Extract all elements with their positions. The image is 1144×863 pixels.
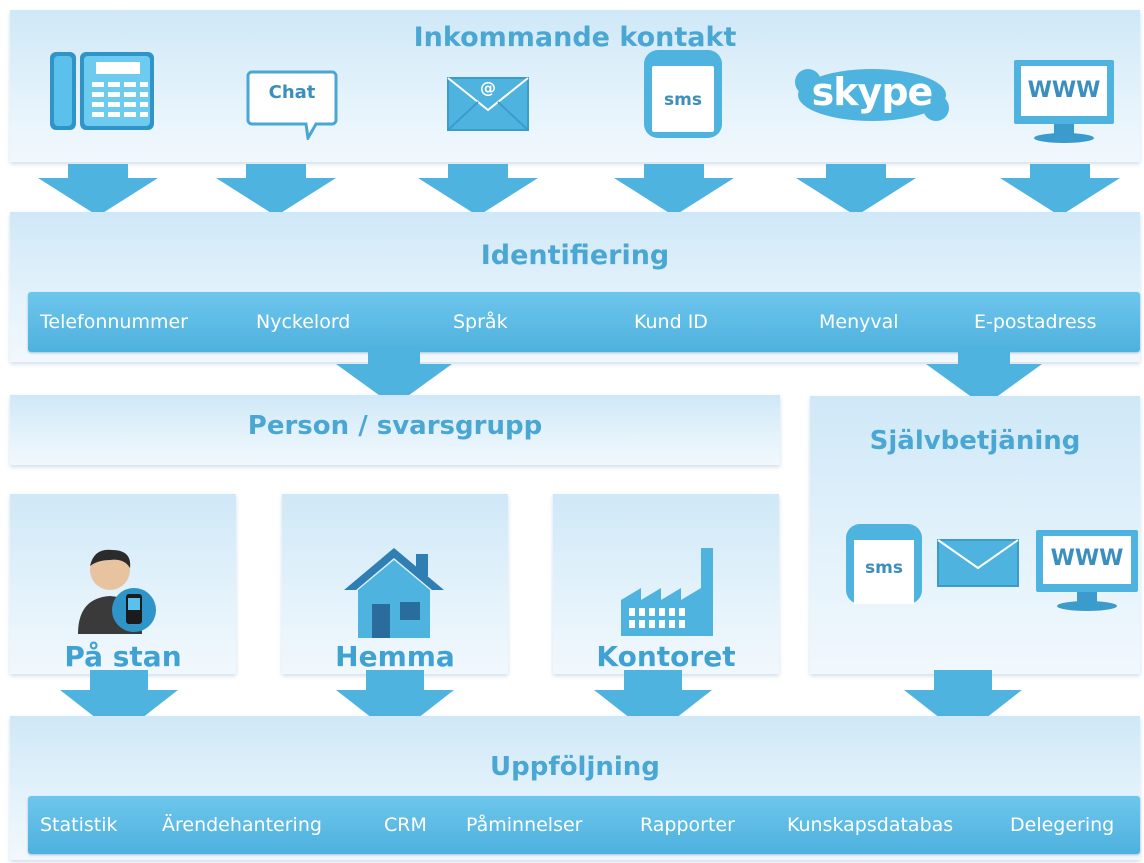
- identification-title: Identifiering: [480, 240, 670, 271]
- location-home-label: Hemma: [335, 640, 455, 673]
- follow-up-item: Rapporter: [640, 814, 735, 836]
- identification-bar: Telefonnummer Nyckelord Språk Kund ID Me…: [28, 292, 1140, 352]
- identification-panel: Identifiering Telefonnummer Nyckelord Sp…: [10, 212, 1140, 362]
- follow-up-item: CRM: [384, 814, 427, 836]
- arrow-down-3: [418, 164, 538, 216]
- location-home-panel: Hemma: [282, 494, 508, 674]
- follow-up-panel: Uppföljning Statistik Ärendehantering CR…: [10, 716, 1140, 860]
- follow-up-bar: Statistik Ärendehantering CRM Påminnelse…: [28, 796, 1140, 854]
- house-icon: [342, 546, 446, 646]
- mobile-person-icon: [76, 546, 162, 640]
- factory-icon: [619, 546, 715, 642]
- self-service-sms-icon: sms: [844, 522, 924, 604]
- person-group-panel: Person / svarsgrupp: [10, 395, 780, 465]
- self-service-panel: Självbetjäning sms WWW: [810, 396, 1140, 674]
- follow-up-item: Statistik: [40, 814, 118, 836]
- follow-up-item: Delegering: [1010, 814, 1115, 836]
- email-at-symbol: @: [480, 78, 496, 97]
- arrow-down-2: [216, 164, 336, 216]
- arrow-to-person-group: [336, 348, 452, 406]
- desk-phone-icon: [48, 50, 156, 136]
- identification-item: Språk: [453, 311, 508, 333]
- chat-bubble-icon: Chat: [246, 68, 338, 140]
- www-label: WWW: [1027, 78, 1101, 103]
- self-service-sms-label: sms: [865, 558, 903, 578]
- arrow-down-6: [1000, 164, 1120, 216]
- identification-item: Menyval: [819, 311, 899, 333]
- self-service-www-label: WWW: [1050, 546, 1124, 571]
- location-office-panel: Kontoret: [553, 494, 779, 674]
- identification-item: Kund ID: [634, 311, 708, 333]
- arrow-home-to-follow-up: [336, 670, 454, 736]
- self-service-title: Självbetjäning: [869, 426, 1081, 456]
- sms-label: sms: [664, 90, 702, 110]
- follow-up-arrows: [60, 670, 1022, 736]
- skype-label: skype: [811, 70, 934, 114]
- identification-item: E-postadress: [974, 311, 1097, 333]
- follow-up-item: Kunskapsdatabas: [787, 814, 954, 836]
- follow-up-title: Uppföljning: [490, 752, 660, 782]
- location-street-label: På stan: [64, 640, 182, 673]
- arrow-down-5: [796, 164, 916, 216]
- identification-item: Nyckelord: [256, 311, 351, 333]
- follow-up-item: Påminnelser: [466, 814, 583, 836]
- incoming-arrows: [38, 164, 1120, 216]
- self-service-email-icon: [936, 538, 1020, 592]
- follow-up-item: Ärendehantering: [162, 814, 322, 836]
- skype-icon: skype: [792, 62, 952, 128]
- person-group-title: Person / svarsgrupp: [247, 411, 543, 441]
- arrow-office-to-follow-up: [594, 670, 712, 736]
- www-monitor-icon: WWW: [1012, 58, 1116, 146]
- self-service-www-icon: WWW: [1034, 528, 1140, 614]
- incoming-contact-title: Inkommande kontakt: [413, 22, 737, 53]
- email-icon: @: [446, 76, 530, 132]
- arrow-down-1: [38, 164, 158, 216]
- incoming-contact-panel: Inkommande kontakt Chat: [10, 10, 1140, 162]
- location-office-label: Kontoret: [596, 640, 736, 673]
- location-street-panel: På stan: [10, 494, 236, 674]
- arrow-self-service-to-follow-up: [904, 670, 1022, 736]
- identification-item: Telefonnummer: [40, 311, 188, 333]
- arrow-to-self-service: [926, 348, 1042, 406]
- arrow-down-4: [614, 164, 734, 216]
- mobile-sms-icon: sms: [642, 48, 724, 140]
- identification-arrows: [336, 348, 1042, 406]
- chat-label: Chat: [268, 82, 316, 103]
- arrow-street-to-follow-up: [60, 670, 178, 736]
